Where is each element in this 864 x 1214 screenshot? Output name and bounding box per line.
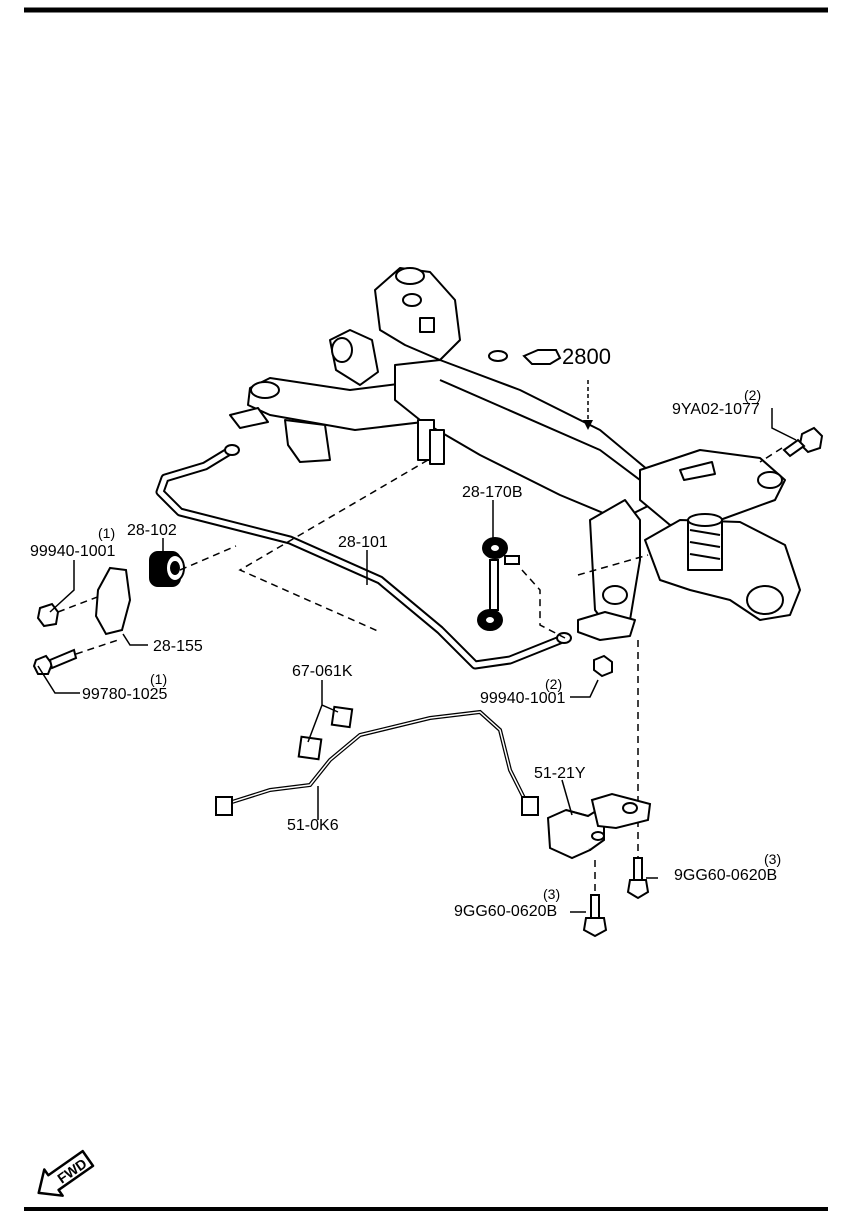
label-bracket: 28-155: [153, 638, 203, 655]
label-bolt-left-qty: (1): [150, 671, 167, 687]
label-nut-right-qty: (2): [545, 676, 562, 692]
dashed-assembly-lines: [57, 447, 783, 895]
label-link-rod: 28-170B: [462, 484, 523, 501]
label-nut-right: 99940-1001: [480, 690, 566, 707]
label-bolt-upper-right-qty: (2): [744, 387, 761, 403]
label-leaders: [37, 408, 797, 913]
pad-2: [297, 735, 323, 761]
nut-right-drawing: [593, 654, 613, 678]
label-bolt-lower-right-qty: (3): [764, 851, 781, 867]
label-nut-left: 99940-1001: [30, 543, 116, 560]
label-main-assembly: 2800: [562, 344, 611, 369]
sensor-drawing: [546, 792, 652, 860]
label-stabilizer-bar: 28-101: [338, 534, 388, 551]
bolt-left-drawing: [32, 648, 78, 675]
label-sensor: 51-21Y: [534, 765, 586, 782]
label-bushing: 28-102: [127, 522, 177, 539]
label-bolt-left: 99780-1025: [82, 686, 168, 703]
pointing-hand-icon: [522, 349, 562, 365]
fwd-arrow-icon: FWD: [37, 1149, 95, 1197]
leader-2800-arrowhead: [583, 420, 593, 430]
bolt-lower-mid-drawing: [582, 894, 608, 938]
connector-right: [521, 796, 539, 816]
link-rod-drawing: [477, 537, 520, 631]
label-nut-left-qty: (1): [98, 525, 115, 541]
label-bolt-upper-right: 9YA02-1077: [672, 401, 760, 418]
bolt-lower-right-drawing: [626, 857, 650, 900]
bracket-drawing: [94, 566, 132, 636]
subframe-drawing: [229, 267, 801, 641]
bushing-drawing: [149, 551, 185, 587]
bolt-upper-right-drawing: [782, 426, 824, 458]
harness-wire: [231, 709, 527, 804]
label-bolt-lower-right: 9GG60-0620B: [674, 867, 777, 884]
label-bolt-lower-mid-qty: (3): [543, 886, 560, 902]
bar-end-left: [224, 444, 240, 456]
label-harness: 51-0K6: [287, 817, 339, 834]
label-bolt-lower-mid: 9GG60-0620B: [454, 903, 557, 920]
label-pads: 67-061K: [292, 663, 353, 680]
harness-wire-inner: [231, 711, 526, 803]
connector-left: [215, 796, 233, 816]
